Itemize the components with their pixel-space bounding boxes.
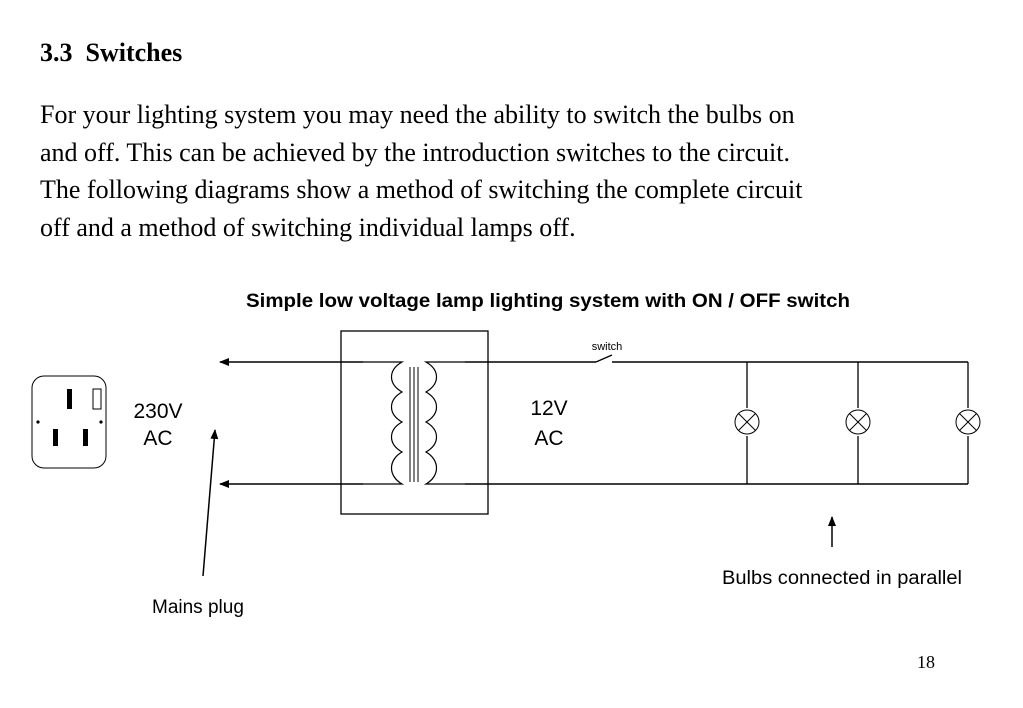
mains-socket-icon [31,375,107,469]
mains-plug-label: Mains plug [152,597,244,618]
section-heading: 3.3 Switches [40,38,183,67]
section-paragraph: For your lighting system you may need th… [40,96,1000,246]
switch-symbol [595,354,613,363]
lamp-icon [734,409,760,435]
secondary-type-label: AC [534,427,563,450]
lamp-icon [845,409,871,435]
switch-label: switch [592,341,623,353]
paragraph-line: The following diagrams show a method of … [40,175,803,204]
primary-voltage-label: 230V [133,400,182,423]
secondary-voltage-label: 12V [530,397,567,420]
paragraph-line: For your lighting system you may need th… [40,100,795,129]
lamp-branch [955,362,981,484]
lamp-icon [955,409,981,435]
lamp-branch [734,362,760,484]
lamp-branch [845,362,871,484]
primary-type-label: AC [143,427,172,450]
mains-plug-pointer [202,429,219,577]
bulbs-parallel-label: Bulbs connected in parallel [722,568,962,589]
page-number: 18 [917,652,935,672]
paragraph-line: and off. This can be achieved by the int… [40,137,790,167]
diagram-title: Simple low voltage lamp lighting system … [246,291,850,312]
transformer-symbol [340,330,489,515]
paragraph-line: off and a method of switching individual… [40,212,576,242]
